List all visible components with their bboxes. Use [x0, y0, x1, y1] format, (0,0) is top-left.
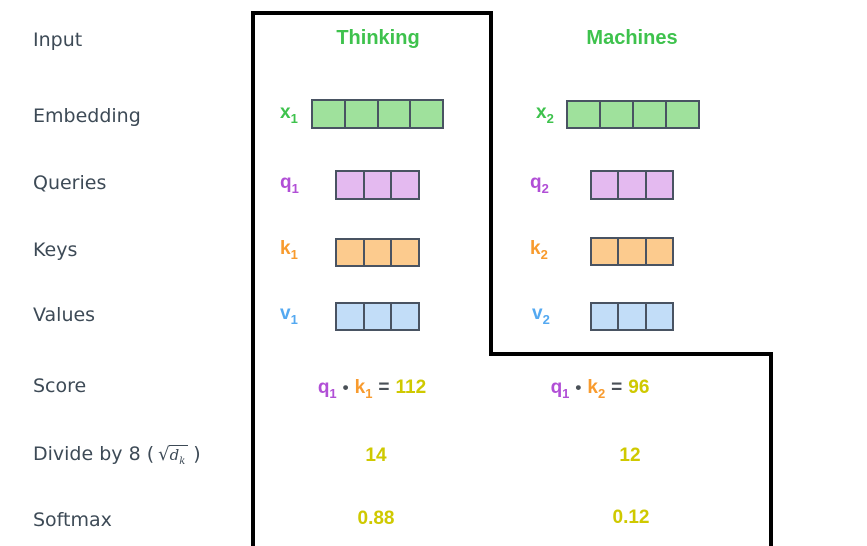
- vector-cell: [376, 101, 410, 127]
- vector-cell: [599, 102, 632, 127]
- vector-cell: [644, 172, 672, 198]
- row-label-keys: Keys: [33, 239, 78, 261]
- key-vector-k1: [335, 238, 420, 267]
- equals-sign: =: [378, 377, 390, 398]
- vector-cell: [337, 240, 363, 265]
- vector-cell: [617, 172, 645, 198]
- vector-cell: [632, 102, 665, 127]
- value-vector-v1: [335, 302, 420, 331]
- score-q-term: q1: [317, 377, 337, 401]
- key-vector-k2: [590, 237, 674, 266]
- vector-cell: [362, 240, 391, 265]
- row-label-softmax: Softmax: [33, 509, 112, 531]
- row-label-score: Score: [33, 375, 87, 397]
- value-vector-v2: [590, 302, 674, 331]
- query-vector-q1: [335, 170, 420, 200]
- embedding-vector-x1: [311, 99, 444, 129]
- embedding-label-x2: x2: [536, 102, 554, 126]
- vector-cell: [313, 101, 344, 127]
- vector-cell: [337, 304, 363, 329]
- embedding-label-x1: x1: [280, 102, 298, 126]
- score-value-thinking: 112: [395, 377, 427, 398]
- score-q-term: q1: [550, 377, 570, 401]
- divide-value-machines: 12: [619, 445, 641, 466]
- vector-cell: [337, 172, 363, 198]
- key-label-k2: k2: [530, 238, 548, 262]
- value-label-v1: v1: [280, 303, 298, 327]
- row-label-queries: Queries: [33, 172, 107, 194]
- vector-cell: [362, 172, 391, 198]
- row-label-input: Input: [33, 29, 83, 51]
- softmax-value-machines: 0.12: [612, 507, 650, 528]
- divide-label-suffix: ): [193, 443, 201, 465]
- vector-cell: [592, 239, 618, 264]
- radicand-sub-k: k: [179, 456, 186, 467]
- radicand-dk: dk: [168, 445, 189, 470]
- vector-cell: [390, 240, 419, 265]
- column-title-machines: Machines: [586, 27, 678, 49]
- row-label-values: Values: [33, 304, 96, 326]
- row-label-divide: Divide by 8 (√dk): [33, 443, 201, 470]
- dot-product-symbol: •: [575, 378, 582, 397]
- softmax-value-thinking: 0.88: [357, 508, 395, 529]
- score-k-term: k1: [354, 377, 373, 401]
- vector-cell: [644, 304, 672, 329]
- vector-cell: [343, 101, 377, 127]
- query-vector-q2: [590, 170, 674, 200]
- row-label-embedding: Embedding: [33, 105, 141, 127]
- score-value-machines: 96: [628, 377, 650, 398]
- query-label-q2: q2: [530, 172, 549, 196]
- vector-cell: [390, 304, 419, 329]
- vector-cell: [409, 101, 442, 127]
- sqrt-dk-formula: √dk: [158, 443, 189, 470]
- vector-cell: [665, 102, 698, 127]
- vector-cell: [592, 304, 618, 329]
- divide-value-thinking: 14: [365, 445, 387, 466]
- radical-sign: √: [158, 444, 170, 465]
- key-label-k1: k1: [280, 238, 298, 262]
- divide-label-prefix: Divide by 8 (: [33, 443, 155, 465]
- vector-cell: [592, 172, 618, 198]
- value-label-v2: v2: [532, 303, 550, 327]
- vector-cell: [617, 239, 645, 264]
- query-label-q1: q1: [280, 172, 299, 196]
- radicand-d: d: [169, 446, 180, 464]
- score-equation-thinking: q1 • k1=112: [317, 377, 427, 401]
- equals-sign: =: [611, 377, 623, 398]
- score-equation-machines: q1 • k2=96: [550, 377, 650, 401]
- vector-cell: [644, 239, 672, 264]
- vector-cell: [362, 304, 391, 329]
- dot-product-symbol: •: [342, 378, 349, 397]
- score-k-term: k2: [587, 377, 606, 401]
- vector-cell: [568, 102, 599, 127]
- vector-cell: [617, 304, 645, 329]
- vector-cell: [390, 172, 419, 198]
- embedding-vector-x2: [566, 100, 700, 129]
- column-title-thinking: Thinking: [336, 27, 420, 49]
